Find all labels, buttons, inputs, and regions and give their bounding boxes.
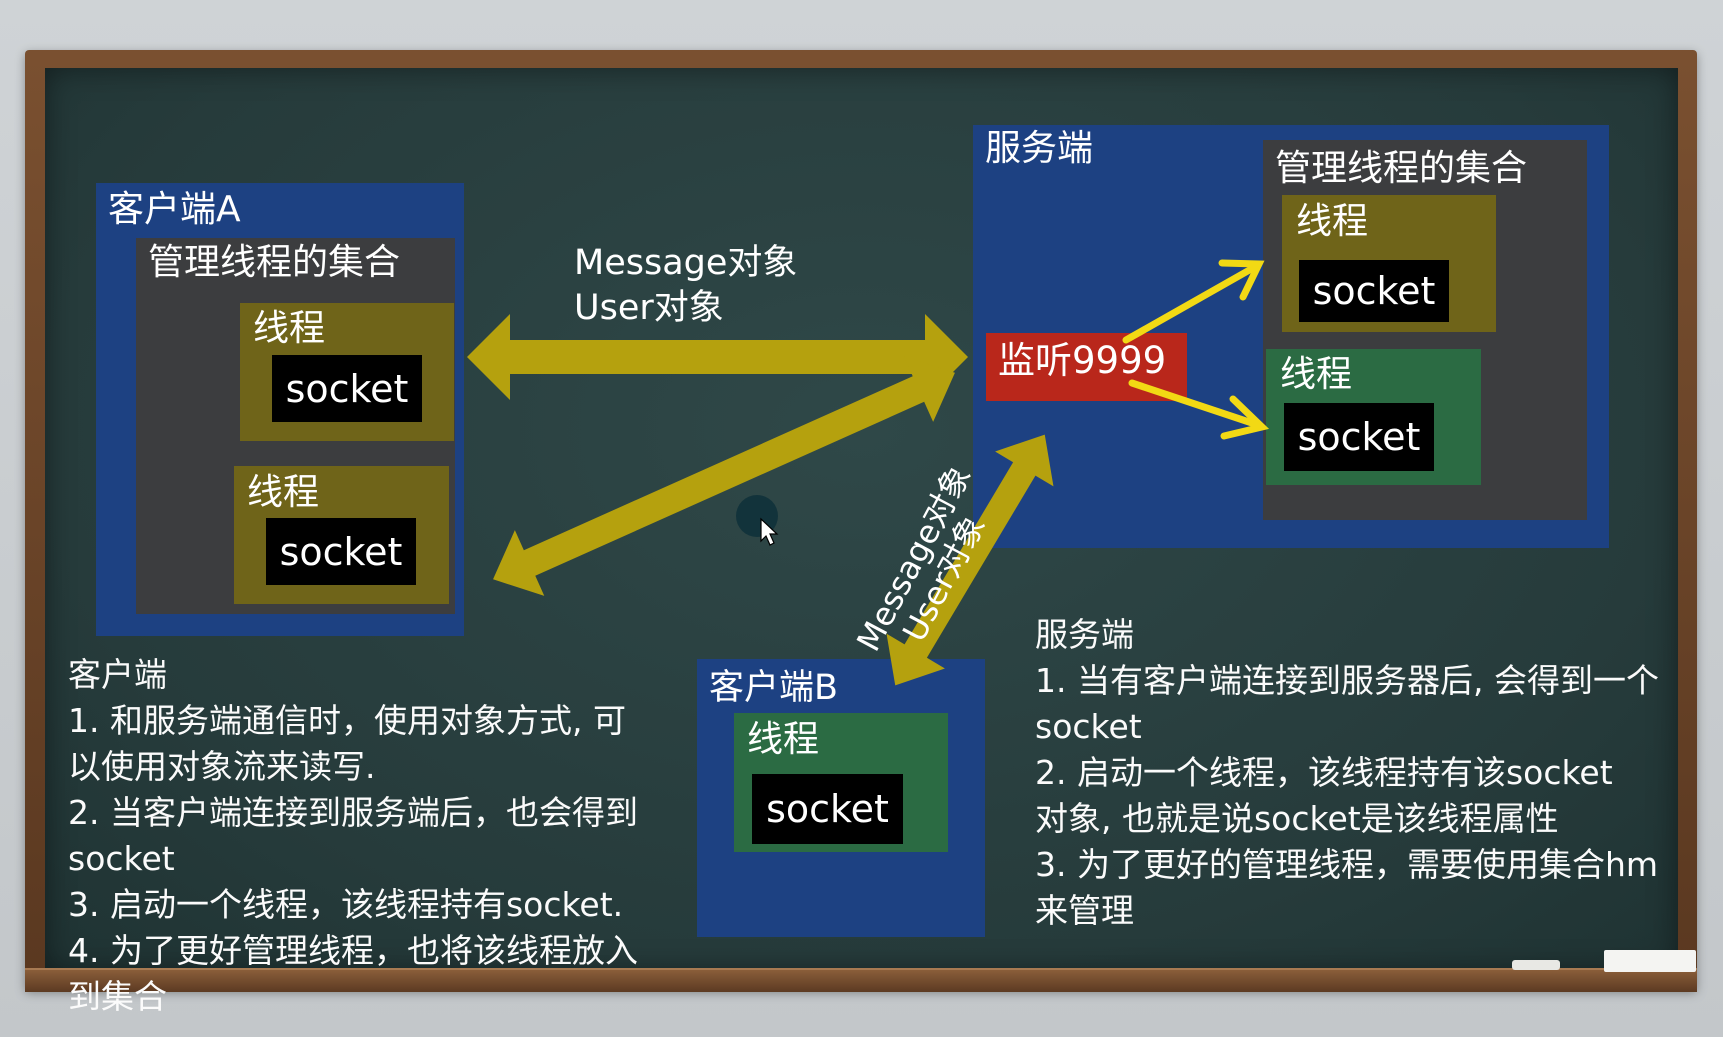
mouse-cursor-icon bbox=[736, 495, 779, 546]
client-notes-line-0: 客户端 bbox=[68, 655, 167, 694]
chalk-eraser bbox=[1604, 950, 1696, 972]
server-title: 服务端 bbox=[985, 128, 1094, 169]
server-listen-label: 监听9999 bbox=[998, 339, 1167, 382]
client-notes-line-4: socket bbox=[68, 839, 175, 878]
client-b-thread-label: 线程 bbox=[747, 719, 820, 760]
client-notes-line-7: 到集合 bbox=[68, 977, 167, 1016]
server-notes-line-0: 服务端 bbox=[1035, 615, 1134, 654]
server-notes-line-3: 2. 启动一个线程，该线程持有该socket bbox=[1035, 753, 1613, 792]
arrow-server-client-b bbox=[886, 434, 1054, 686]
client-notes: 客户端 1. 和服务端通信时，使用对象方式, 可 以使用对象流来读写. 2. 当… bbox=[68, 652, 638, 1020]
arrow-listen-to-thread-1 bbox=[1122, 259, 1265, 344]
client-a-title: 客户端A bbox=[108, 189, 241, 230]
client-notes-line-6: 4. 为了更好管理线程，也将该线程放入 bbox=[68, 931, 638, 970]
server-notes: 服务端 1. 当有客户端连接到服务器后, 会得到一个 socket 2. 启动一… bbox=[1035, 612, 1659, 934]
server-notes-line-1: 1. 当有客户端连接到服务器后, 会得到一个 bbox=[1035, 661, 1659, 700]
arrow-client-a-server bbox=[467, 314, 968, 400]
arrow-label-top-line2: User对象 bbox=[574, 288, 724, 328]
server-collection-title: 管理线程的集合 bbox=[1275, 148, 1528, 189]
client-b-thread-socket: socket bbox=[752, 774, 903, 844]
arrow-label-top-line1: Message对象 bbox=[574, 243, 798, 283]
server-thread-2-label: 线程 bbox=[1280, 354, 1353, 395]
client-notes-line-5: 3. 启动一个线程，该线程持有socket. bbox=[68, 885, 624, 924]
arrow-client-a-thread2-server bbox=[493, 356, 955, 596]
server-thread-1-label: 线程 bbox=[1296, 201, 1369, 242]
client-notes-line-1: 1. 和服务端通信时，使用对象方式, 可 bbox=[68, 701, 626, 740]
chalk-piece-small bbox=[1512, 960, 1560, 970]
client-a-thread-1-socket: socket bbox=[272, 355, 422, 422]
client-a-collection-title: 管理线程的集合 bbox=[148, 242, 401, 283]
client-a-thread-2-socket: socket bbox=[266, 518, 416, 585]
server-notes-line-6: 来管理 bbox=[1035, 891, 1134, 930]
server-thread-2-socket: socket bbox=[1284, 403, 1434, 471]
client-notes-line-2: 以使用对象流来读写. bbox=[68, 747, 376, 786]
server-notes-line-2: socket bbox=[1035, 707, 1142, 746]
chalk-ledge bbox=[25, 968, 1697, 992]
client-a-thread-1-label: 线程 bbox=[253, 308, 326, 349]
client-a-thread-2-label: 线程 bbox=[247, 472, 320, 513]
arrow-listen-to-thread-2 bbox=[1128, 379, 1270, 440]
server-notes-line-5: 3. 为了更好的管理线程，需要使用集合hm bbox=[1035, 845, 1659, 884]
client-b-title: 客户端B bbox=[709, 668, 839, 708]
server-thread-1-socket: socket bbox=[1299, 260, 1449, 322]
client-notes-line-3: 2. 当客户端连接到服务端后，也会得到 bbox=[68, 793, 638, 832]
server-notes-line-4: 对象, 也就是说socket是该线程属性 bbox=[1035, 799, 1559, 838]
